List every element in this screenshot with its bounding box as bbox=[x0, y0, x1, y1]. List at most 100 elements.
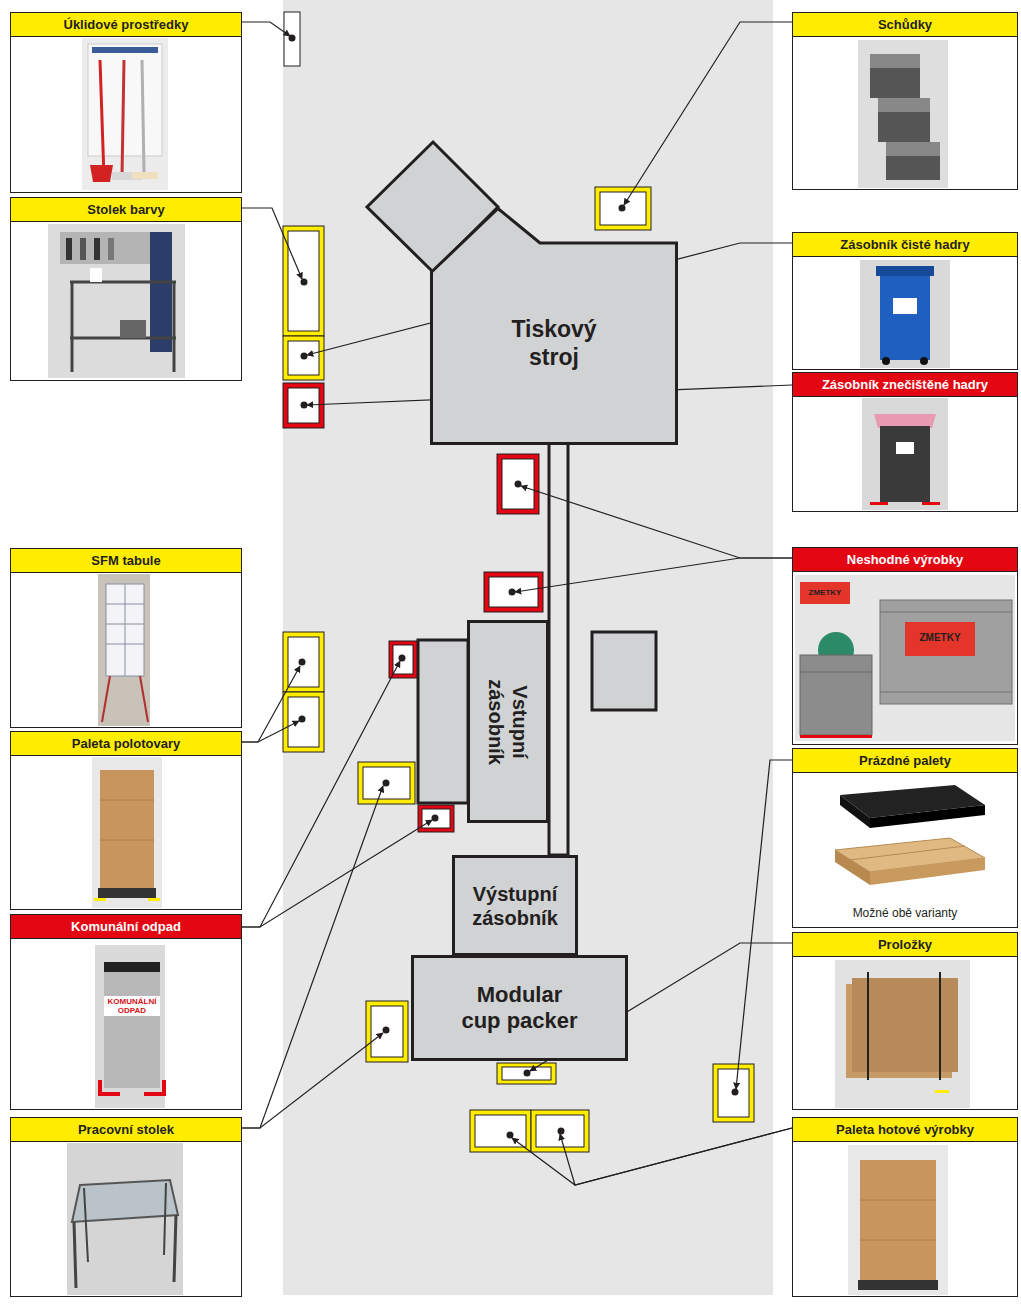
photo-sfm-board bbox=[98, 574, 150, 726]
panel-heading: Prázdné palety bbox=[793, 749, 1017, 773]
mark-dots bbox=[558, 1128, 565, 1135]
mark-dots bbox=[507, 1132, 514, 1139]
photo-clean-bin bbox=[880, 276, 930, 360]
callout-panel: Zásobník čisté hadry bbox=[792, 232, 1018, 370]
mark-dots bbox=[299, 659, 306, 666]
panel-note: Možné obě varianty bbox=[793, 906, 1017, 921]
photo-reject-crates bbox=[905, 622, 975, 656]
photo-paint-table bbox=[150, 232, 172, 352]
photo-sfm-board bbox=[106, 584, 144, 676]
photo-reject-crates bbox=[800, 735, 872, 738]
photo-work-table bbox=[174, 1215, 176, 1282]
mark-dots bbox=[524, 1070, 531, 1077]
photo-paint-table bbox=[71, 282, 74, 372]
floor-marks bbox=[389, 641, 417, 678]
mark-dots bbox=[732, 1089, 739, 1096]
photo-cleaning bbox=[92, 47, 158, 53]
photo-steps bbox=[878, 98, 930, 112]
floor-marks bbox=[358, 762, 415, 804]
photo-empty-pallets bbox=[840, 795, 870, 828]
photo-clean-bin bbox=[893, 298, 917, 314]
photo-waste-bin bbox=[104, 972, 160, 1088]
photo-paint-table bbox=[66, 238, 72, 260]
photo-separators bbox=[835, 960, 970, 1108]
photo-reject-crates bbox=[800, 655, 872, 735]
photo-finished-pallet bbox=[860, 1160, 936, 1280]
photo-semi-pallet bbox=[92, 757, 162, 908]
mark-dots bbox=[299, 716, 306, 723]
panel-heading: Pracovní stolek bbox=[11, 1118, 241, 1142]
leader-line bbox=[242, 22, 290, 36]
callout-panel: Paleta polotovary bbox=[10, 731, 242, 910]
photo-cleaning bbox=[90, 165, 113, 182]
floor-marks bbox=[288, 341, 319, 375]
panel-heading: Proložky bbox=[793, 933, 1017, 957]
photo-dirty-bin bbox=[922, 502, 940, 505]
photo-work-table bbox=[67, 1143, 183, 1295]
leader-line bbox=[515, 558, 792, 592]
machine-parts bbox=[592, 632, 656, 710]
photo-steps bbox=[886, 156, 940, 180]
photo-reject-crates bbox=[800, 582, 850, 604]
photo-steps bbox=[886, 142, 940, 156]
photo-empty-pallets bbox=[850, 846, 965, 860]
machine-box: Vstupní zásobník bbox=[467, 620, 549, 823]
leader-line bbox=[242, 22, 792, 1185]
photo-work-table bbox=[74, 1222, 76, 1288]
photo-semi-pallet bbox=[100, 840, 154, 841]
photo-dirty-bin bbox=[862, 398, 948, 510]
floor-marks bbox=[283, 692, 324, 752]
machine-parts bbox=[549, 443, 568, 855]
machine-box: Výstupní zásobník bbox=[452, 855, 578, 956]
photo-separators bbox=[835, 960, 970, 1108]
photo-sfm-board bbox=[140, 676, 148, 722]
leader-line bbox=[521, 486, 792, 558]
leader-line bbox=[242, 666, 300, 742]
photo-reject-crates bbox=[795, 575, 1015, 741]
floor-marks bbox=[531, 1110, 589, 1152]
mark-dots bbox=[432, 815, 439, 822]
leader-line bbox=[242, 208, 302, 279]
photo-dirty-bin bbox=[880, 426, 930, 502]
photo-empty-pallets bbox=[870, 805, 985, 828]
panel-heading: Stolek barvy bbox=[11, 198, 241, 222]
photo-steps bbox=[878, 112, 930, 142]
photo-sfm-board bbox=[125, 584, 126, 676]
photo-semi-pallet bbox=[94, 898, 106, 901]
photo-semi-pallet bbox=[98, 888, 156, 898]
floor-marks bbox=[283, 632, 324, 692]
photo-sfm-board bbox=[102, 676, 110, 722]
photo-finished-pallet bbox=[860, 1240, 936, 1241]
leader-line bbox=[242, 820, 432, 927]
photo-separators bbox=[939, 972, 941, 1080]
photo-waste-bin bbox=[95, 945, 165, 1108]
photo-label: KOMUNÁLNÍ ODPAD bbox=[104, 996, 160, 1016]
photo-cleaning bbox=[142, 60, 144, 172]
callout-panel: Proložky bbox=[792, 932, 1018, 1110]
leader-line bbox=[512, 1128, 792, 1185]
photo-cleaning bbox=[122, 60, 124, 176]
floor-marks bbox=[422, 809, 450, 828]
photo-paint-table bbox=[48, 224, 185, 378]
photo-paint-table bbox=[173, 282, 176, 372]
floor-marks bbox=[497, 454, 539, 514]
panel-heading: Paleta polotovary bbox=[11, 732, 241, 756]
callout-panel: Schůdky bbox=[792, 12, 1018, 190]
floor-marks bbox=[718, 1069, 749, 1117]
photo-work-table bbox=[67, 1143, 183, 1295]
photo-cleaning bbox=[132, 172, 158, 179]
photo-paint-table bbox=[80, 238, 86, 260]
floor-area bbox=[283, 0, 773, 1295]
photo-paint-table bbox=[120, 320, 146, 338]
photo-waste-bin bbox=[98, 1080, 102, 1096]
floor-marks bbox=[284, 12, 300, 66]
photo-semi-pallet bbox=[148, 898, 160, 901]
floor-marks bbox=[283, 12, 754, 1152]
leader-line bbox=[736, 760, 792, 1089]
photo-steps bbox=[870, 54, 920, 68]
photo-separators bbox=[867, 972, 869, 1080]
floor-marks bbox=[595, 187, 651, 230]
floor-marks bbox=[283, 383, 324, 428]
floor-marks bbox=[288, 697, 319, 747]
photo-paint-table bbox=[70, 281, 176, 284]
